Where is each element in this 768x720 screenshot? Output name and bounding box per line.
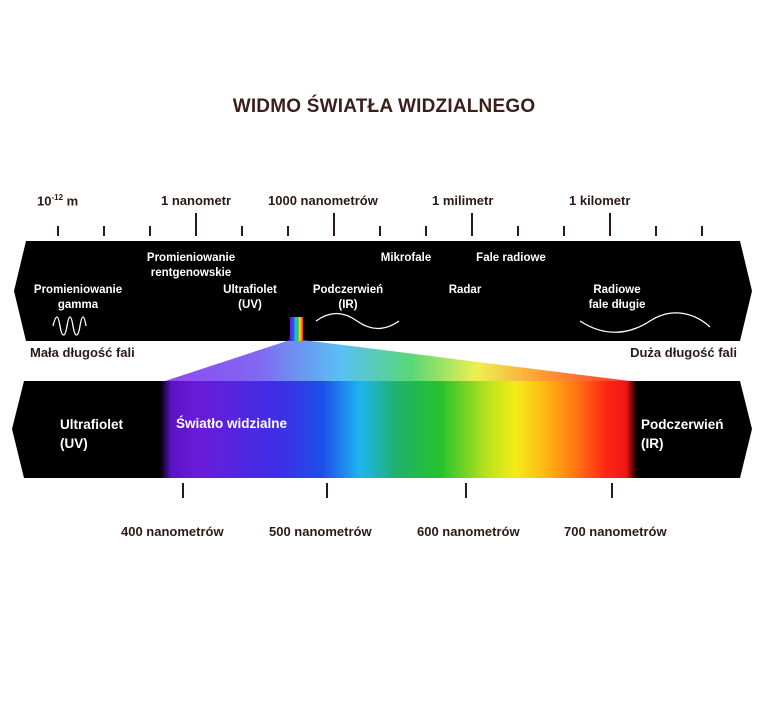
visible-band-uv-label: Ultrafiolet (UV): [60, 415, 123, 453]
label-gamma: Promieniowanie gamma: [34, 283, 122, 313]
light-dispersion-fan: [165, 340, 630, 381]
scale-tick-major: [195, 213, 197, 236]
label-infrared-line1: Podczerwień: [312, 284, 384, 296]
scale-tick: [241, 226, 243, 236]
label-infrared-line2: (IR): [338, 299, 358, 311]
label-xray-line2: rentgenowskie: [150, 267, 232, 279]
nm-scale-ticks: [182, 483, 613, 498]
long-wavelength-label: Duża długość fali: [630, 345, 737, 360]
visible-band-uv-line2: (UV): [60, 436, 88, 451]
label-long-radio: Radiowe fale długie: [589, 283, 646, 313]
gamma-wave-icon: [52, 316, 87, 336]
nm-label-600: 600 nanometrów: [417, 524, 520, 539]
label-microwave: Mikrofale: [380, 252, 432, 264]
label-uv-line2: (UV): [238, 299, 262, 311]
label-uv: Ultrafiolet (UV): [223, 283, 277, 313]
label-radio-waves: Fale radiowe: [476, 252, 546, 264]
scale-label-1000-nanometers: 1000 nanometrów: [268, 193, 378, 208]
nm-label-500: 500 nanometrów: [269, 524, 372, 539]
scale-tick-major: [471, 213, 473, 236]
scale-tick: [563, 226, 565, 236]
scale-tick-major: [333, 213, 335, 236]
scale-tick: [379, 226, 381, 236]
visible-band-ir-line1: Podczerwień: [641, 417, 724, 432]
visible-spectrum-strip: [290, 317, 303, 341]
label-long-radio-line1: Radiowe: [593, 284, 641, 296]
label-radar: Radar: [448, 284, 482, 296]
scale-tick: [425, 226, 427, 236]
label-xray-line1: Promieniowanie: [146, 252, 236, 264]
scale-tick: [517, 226, 519, 236]
visible-band-uv-line1: Ultrafiolet: [60, 417, 124, 432]
scale-tick-major: [609, 213, 611, 236]
scale-label-kilometer: 1 kilometr: [569, 193, 631, 208]
scale-tick: [149, 226, 151, 236]
scale-tick: [287, 226, 289, 236]
visible-light-band: [12, 381, 752, 478]
electromagnetic-band: [14, 241, 752, 341]
label-gamma-line1: Promieniowanie: [33, 284, 123, 296]
scale-label-picometer: 10-12 m: [37, 193, 79, 209]
visible-band-ir-label: Podczerwień (IR): [641, 415, 724, 453]
visible-band-ir-line2: (IR): [641, 436, 664, 451]
nm-label-700: 700 nanometrów: [564, 524, 667, 539]
scale-tick: [655, 226, 657, 236]
label-long-radio-line2: fale długie: [588, 299, 646, 311]
scale-label-millimeter: 1 milimetr: [432, 193, 494, 208]
long-radio-wave-icon: [579, 312, 711, 333]
scale-tick: [103, 226, 105, 236]
scale-label-nanometer: 1 nanometr: [161, 193, 232, 208]
scale-tick: [57, 226, 59, 236]
infrared-wave-icon: [315, 312, 400, 330]
page-title: WIDMO ŚWIATŁA WIDZIALNEGO: [232, 96, 536, 117]
label-uv-line1: Ultrafiolet: [223, 284, 277, 296]
nm-label-400: 400 nanometrów: [121, 524, 224, 539]
short-wavelength-label: Mała długość fali: [30, 345, 135, 360]
visible-light-label: Światło widzialne: [176, 416, 288, 431]
label-xray: Promieniowanie rentgenowskie: [147, 251, 235, 281]
scale-tick: [701, 226, 703, 236]
label-infrared: Podczerwień (IR): [313, 283, 383, 313]
label-gamma-line2: gamma: [57, 299, 99, 311]
